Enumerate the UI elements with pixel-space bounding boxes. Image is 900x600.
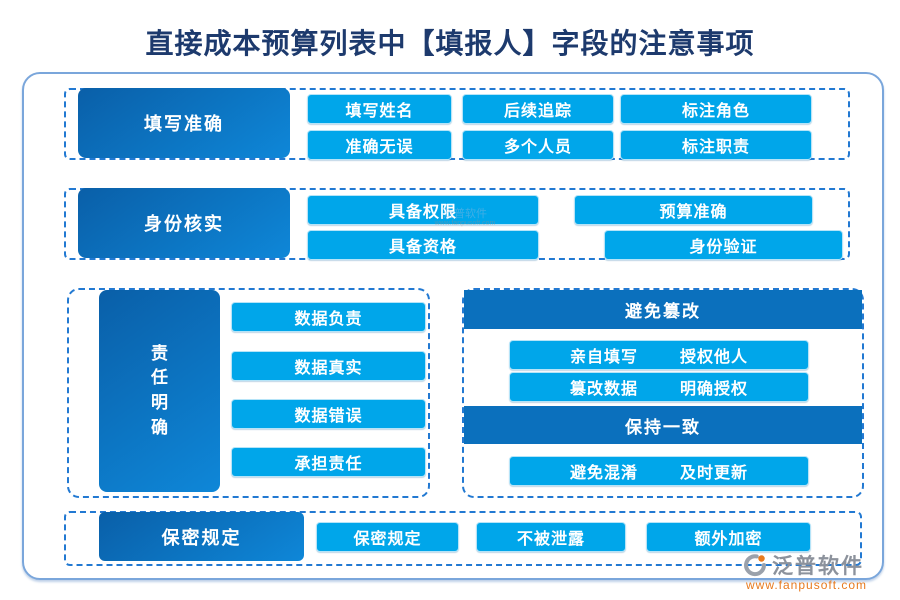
subheader-avoid-tamper: 避免篡改	[464, 290, 862, 329]
node-data-responsible: 数据负责	[231, 302, 426, 332]
section-responsibility: 责任明确 数据负责 数据真实 数据错误 承担责任	[67, 288, 430, 498]
node-bear-liability: 承担责任	[231, 447, 426, 477]
vendor-name: 泛普软件	[772, 555, 864, 578]
main-panel: 填写准确 填写姓名 后续追踪 标注角色 准确无误 多个人员 标注职责 身份核实 …	[22, 72, 884, 580]
node-has-permission: 具备权限	[307, 195, 539, 225]
node-clear-authorize: 明确授权	[680, 381, 749, 398]
node-authorize-other: 授权他人	[680, 349, 749, 366]
node-secrecy-rule: 保密规定	[316, 522, 459, 552]
node-budget-accurate: 预算准确	[574, 195, 813, 225]
node-data-true: 数据真实	[231, 351, 426, 381]
node-fill-name: 填写姓名	[307, 94, 452, 124]
section-label-identity-check: 身份核实	[78, 188, 290, 258]
node-consistency-pair: 避免混淆 及时更新	[509, 456, 809, 486]
node-data-error: 数据错误	[231, 399, 426, 429]
node-identity-verify: 身份验证	[604, 230, 843, 260]
node-extra-encrypt: 额外加密	[646, 522, 811, 552]
vendor-logo: 泛普软件 www.fanpusoft.com	[742, 550, 894, 592]
node-timely-update: 及时更新	[680, 465, 749, 482]
node-qualified: 具备资格	[307, 230, 539, 260]
node-multi-person: 多个人员	[462, 130, 614, 160]
section-label-fill-accuracy: 填写准确	[78, 88, 290, 158]
node-tamper-pair-1: 亲自填写 授权他人	[509, 340, 809, 370]
section-anti-tamper: 避免篡改 亲自填写 授权他人 篡改数据 明确授权 保持一致 避免混淆 及时更新	[462, 288, 864, 498]
node-follow-up: 后续追踪	[462, 94, 614, 124]
node-mark-role: 标注角色	[620, 94, 812, 124]
vendor-url: www.fanpusoft.com	[746, 578, 868, 592]
section-label-secrecy: 保密规定	[99, 512, 304, 561]
node-no-leak: 不被泄露	[476, 522, 626, 552]
section-identity-check: 身份核实 具备权限 预算准确 具备资格 身份验证	[64, 188, 850, 260]
section-secrecy: 保密规定 保密规定 不被泄露 额外加密	[64, 511, 862, 566]
node-self-fill: 亲自填写	[569, 349, 638, 366]
page-title: 直接成本预算列表中【填报人】字段的注意事项	[145, 28, 755, 59]
section-fill-accuracy: 填写准确 填写姓名 后续追踪 标注角色 准确无误 多个人员 标注职责	[64, 88, 850, 160]
node-avoid-confusion: 避免混淆	[569, 465, 638, 482]
responsibility-label-text: 责任明确	[151, 343, 168, 437]
node-tamper-data: 篡改数据	[569, 381, 638, 398]
fanpu-logo-icon	[742, 552, 768, 578]
node-tamper-pair-2: 篡改数据 明确授权	[509, 372, 809, 402]
node-mark-duty: 标注职责	[620, 130, 812, 160]
section-label-responsibility: 责任明确	[99, 290, 220, 492]
node-no-error: 准确无误	[307, 130, 452, 160]
subheader-keep-consistent: 保持一致	[464, 406, 862, 444]
